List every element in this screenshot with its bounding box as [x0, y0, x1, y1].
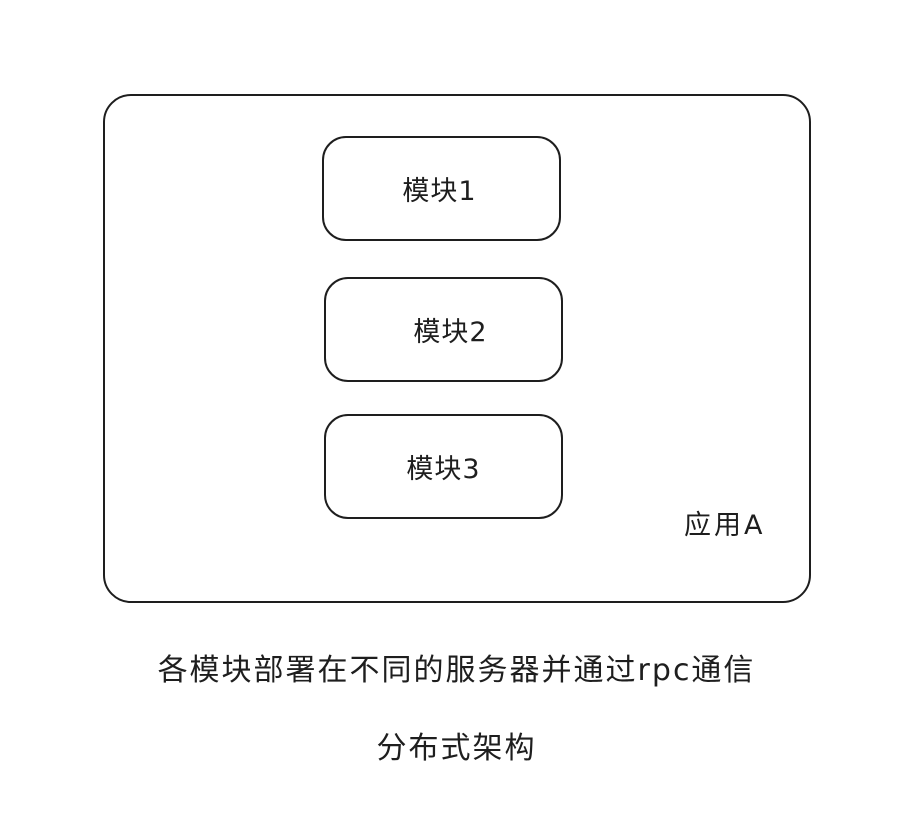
module-1-box[interactable]: 模块1: [322, 136, 561, 241]
module-2-label: 模块2: [413, 317, 488, 348]
module-3-label: 模块3: [406, 454, 481, 485]
application-label: 应用A: [684, 510, 766, 541]
module-2-box[interactable]: 模块2: [324, 277, 563, 382]
module-3-box[interactable]: 模块3: [324, 414, 563, 519]
application-container[interactable]: [103, 94, 811, 603]
caption-title: 分布式架构: [376, 731, 537, 766]
caption-description: 各模块部署在不同的服务器并通过rpc通信: [157, 653, 756, 688]
module-1-label: 模块1: [402, 176, 477, 207]
